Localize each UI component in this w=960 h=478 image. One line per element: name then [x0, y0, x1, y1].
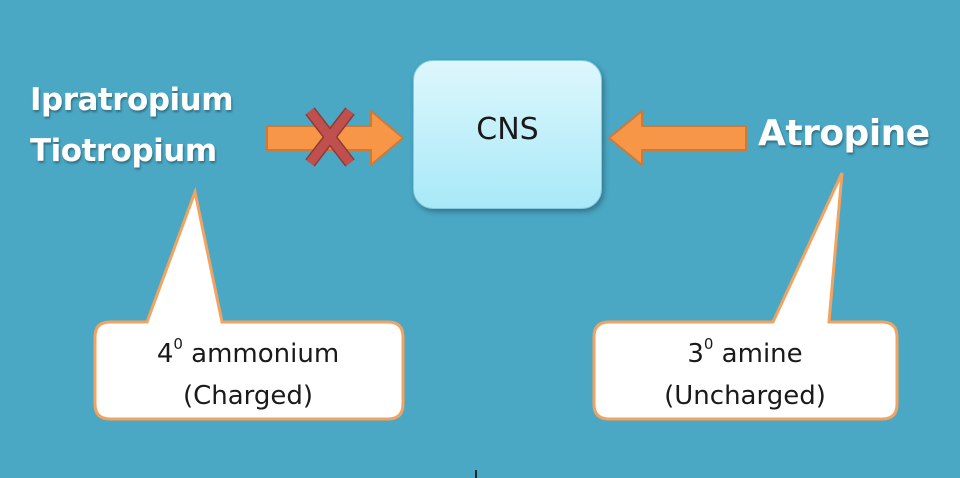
drug-ipratropium: Ipratropium — [30, 82, 234, 118]
callout-bubble-right — [592, 172, 899, 421]
cns-label: CNS — [476, 112, 539, 147]
drug-tiotropium: Tiotropium — [30, 133, 217, 169]
block-x-icon — [305, 107, 355, 167]
callout-left-line1: 40 ammonium — [97, 332, 399, 376]
callout-left-line2: (Charged) — [182, 380, 314, 411]
callout-right-suffix: amine — [713, 339, 803, 369]
callout-bubble-left — [93, 186, 405, 421]
callout-left-text: 40 ammonium (Charged) — [97, 332, 399, 417]
callout-left-suffix: ammonium — [182, 339, 340, 369]
callout-right-text: 30 amine (Uncharged) — [597, 332, 893, 417]
callout-right-prefix: 3 — [687, 339, 704, 369]
cns-box: CNS — [413, 60, 602, 209]
callout-right-line2: (Uncharged) — [664, 380, 826, 411]
callout-right-superscript: 0 — [703, 335, 714, 353]
callout-right-line1: 30 amine — [597, 332, 893, 376]
callout-left-superscript: 0 — [173, 335, 183, 353]
callout-left-prefix: 4 — [156, 339, 174, 369]
drug-atropine: Atropine — [758, 113, 930, 154]
atropine-arrow — [608, 110, 747, 166]
